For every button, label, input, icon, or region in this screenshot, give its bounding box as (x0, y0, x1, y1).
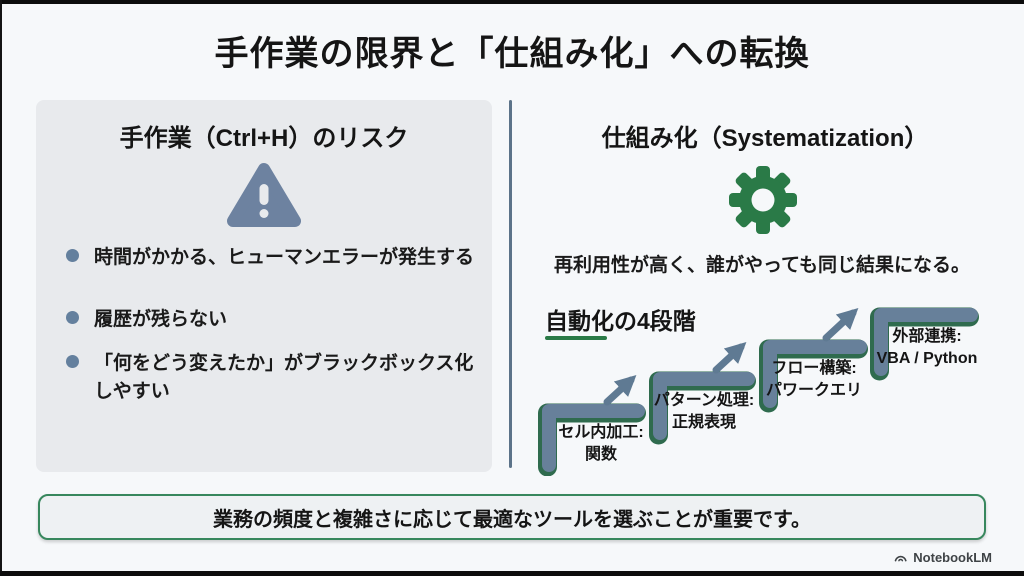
stage-label-1: セル内加工: 関数 (549, 422, 653, 466)
arrow-up-icon (603, 375, 637, 406)
letterbox-top (0, 0, 1024, 4)
systematization-description: 再利用性が高く、誰がやっても同じ結果になる。 (553, 255, 971, 276)
bullet-text: 時間がかかる、ヒューマンエラーが発生する (94, 247, 475, 268)
stage-label-4: 外部連携: VBA / Python (869, 326, 985, 370)
notebooklm-logo-icon (894, 555, 907, 562)
key-message-banner: 業務の頻度と複雑さに応じて最適なツールを選ぶことが重要です。 (38, 494, 986, 540)
manual-risk-panel: 手作業（Ctrl+H）のリスク 時間がかかる、ヒューマンエラーが発生する 履歴が… (36, 100, 492, 472)
watermark-label: NotebookLM (913, 550, 992, 565)
vertical-divider (509, 100, 512, 468)
bullet-text: 履歴が残らない (94, 309, 228, 330)
bullet-dot-icon (66, 355, 79, 368)
arrow-up-icon (712, 342, 747, 374)
letterbox-left (0, 0, 2, 576)
stage-sublabel-line: 関数 (584, 446, 617, 463)
list-item: 「何をどう変えたか」がブラックボックス化しやすい (66, 350, 481, 406)
right-panel-title: 仕組み化（Systematization） (601, 125, 929, 152)
letterbox-bottom (0, 571, 1024, 576)
bullet-dot-icon (66, 311, 79, 324)
stages-title: 自動化の4段階 (545, 308, 696, 334)
stage-label-2: パターン処理: 正規表現 (648, 390, 760, 434)
arrow-up-icon (822, 308, 859, 342)
stage-sublabel-line: パワークエリ (765, 382, 862, 399)
stage-label-line: 外部連携: (892, 328, 962, 345)
stage-label-line: セル内加工: (558, 424, 644, 441)
list-item: 履歴が残らない (66, 306, 227, 334)
warning-triangle-icon (226, 160, 302, 235)
left-panel-title: 手作業（Ctrl+H）のリスク (119, 125, 409, 152)
bullet-text: 「何をどう変えたか」がブラックボックス化しやすい (94, 353, 474, 402)
stage-label-line: フロー構築: (771, 360, 857, 377)
notebooklm-watermark: NotebookLM (893, 550, 992, 565)
bullet-dot-icon (66, 249, 79, 262)
banner-text: 業務の頻度と複雑さに応じて最適なツールを選ぶことが重要です。 (213, 508, 811, 531)
page-title: 手作業の限界と「仕組み化」への転換 (214, 35, 810, 73)
stage-label-line: パターン処理: (653, 392, 755, 409)
stages-title-underline (545, 336, 607, 340)
stage-label-3: フロー構築: パワークエリ (758, 358, 870, 402)
gear-icon (727, 164, 799, 241)
stage-sublabel-line: 正規表現 (671, 414, 736, 431)
list-item: 時間がかかる、ヒューマンエラーが発生する (66, 244, 474, 272)
stage-sublabel-line: VBA / Python (876, 350, 978, 367)
